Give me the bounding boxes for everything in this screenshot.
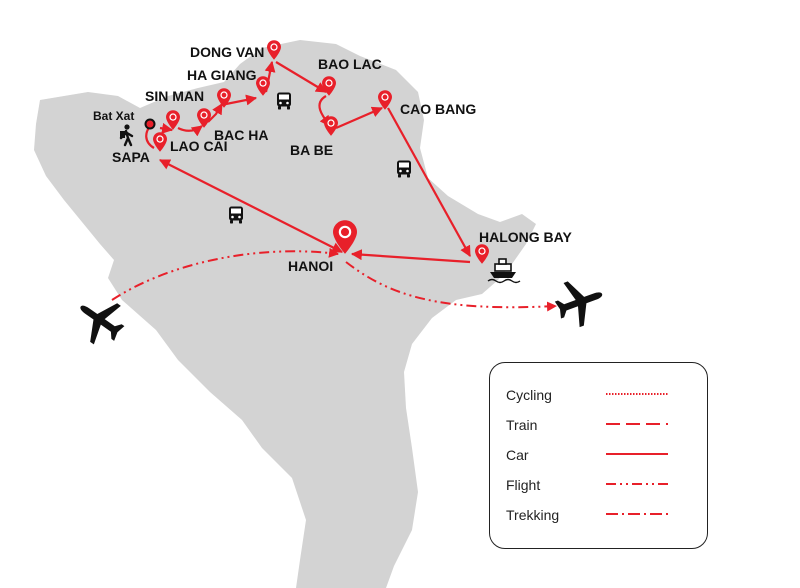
legend-label: Trekking: [506, 507, 560, 523]
legend-line-solid: [606, 453, 668, 455]
label-lao-cai: LAO CAI: [170, 138, 228, 154]
label-bat-xat: Bat Xat: [93, 109, 135, 123]
airplane-icon: [549, 271, 611, 333]
label-ha-giang: HA GIANG: [187, 67, 257, 83]
start-dot: [144, 118, 156, 130]
legend-line-dash-dot: [606, 513, 668, 515]
legend-line-dash-dot-dot: [606, 483, 668, 485]
car-routes: [145, 60, 471, 264]
legend-item-trekking: Trekking: [506, 505, 696, 525]
hiker-icon: [119, 124, 134, 147]
label-halong-bay: HALONG BAY: [479, 229, 572, 245]
legend-item-cycling: Cycling: [506, 385, 696, 405]
label-cao-bang: CAO BANG: [400, 101, 477, 117]
legend-label: Car: [506, 447, 529, 463]
legend-label: Flight: [506, 477, 541, 493]
label-bao-lac: BAO LAC: [318, 56, 382, 72]
legend-item-flight: Flight: [506, 475, 696, 495]
label-bac-ha: BAC HA: [214, 127, 269, 143]
legend-label: Train: [506, 417, 538, 433]
legend-line-dashed: [606, 423, 668, 425]
legend-item-train: Train: [506, 415, 696, 435]
legend-line-dotted: [606, 393, 668, 395]
label-ba-be: BA BE: [290, 142, 334, 158]
legend-label: Cycling: [506, 387, 552, 403]
label-sapa: SAPA: [112, 149, 150, 165]
label-sin-man: SIN MAN: [145, 88, 205, 104]
label-dong-van: DONG VAN: [190, 44, 265, 60]
boat-icon: [487, 258, 521, 284]
legend-box: Cycling Train Car Flight Trekking: [489, 362, 708, 549]
legend-item-car: Car: [506, 445, 696, 465]
label-hanoi: HANOI: [288, 258, 334, 274]
flight-routes: [111, 247, 557, 312]
